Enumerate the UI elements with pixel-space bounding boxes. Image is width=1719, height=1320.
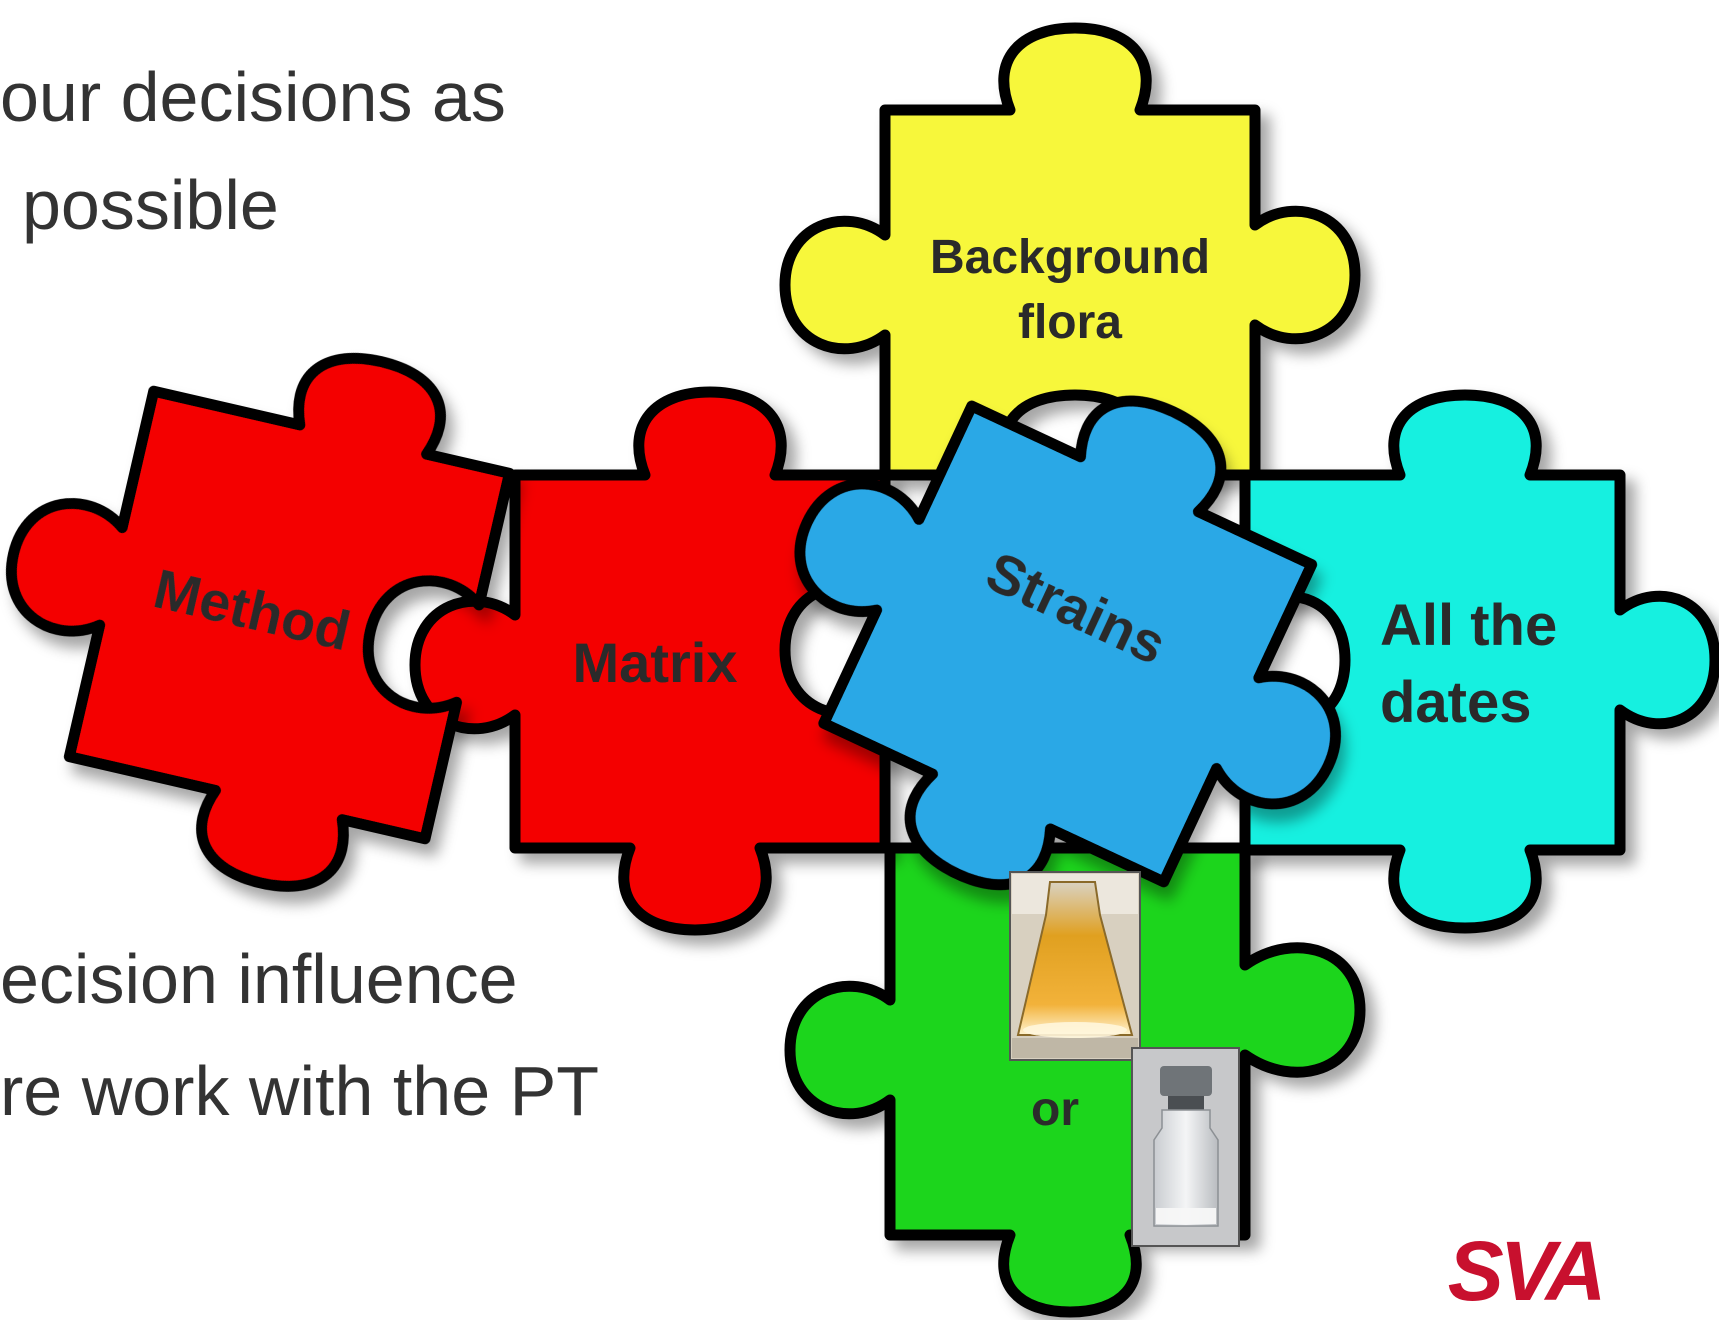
- puzzle-piece-method: Method: [6, 352, 515, 892]
- puzzle-piece-matrix: Matrix: [409, 386, 891, 936]
- sva-logo: SVA: [1448, 1224, 1606, 1318]
- puzzle-piece-background-flora: Background flora: [779, 22, 1361, 481]
- slide-text-line-2: possible: [22, 166, 279, 244]
- vial-photo: [1131, 1047, 1240, 1247]
- puzzle-piece-strains: Strains: [794, 395, 1341, 891]
- puzzle-piece-all-the-dates: All the dates: [1239, 389, 1719, 934]
- puzzle-piece-strains-shape: [794, 395, 1341, 891]
- background-flora-label-line-2: flora: [1018, 296, 1122, 349]
- puzzle-piece-method-shape: [6, 352, 515, 892]
- sva-logo-text: SVA: [1448, 1224, 1602, 1318]
- slide-text-line-3: ecision influence: [0, 940, 518, 1018]
- background-flora-label-line-1: Background: [930, 231, 1210, 284]
- flask-photo: [1009, 871, 1141, 1061]
- slide-text-line-4: re work with the PT: [0, 1052, 600, 1130]
- format-label: or: [1031, 1083, 1079, 1136]
- puzzle-piece-all-the-dates-shape: [1239, 389, 1719, 934]
- slide-text-line-1: our decisions as: [0, 58, 506, 136]
- all-the-dates-label-line-1: All the: [1380, 593, 1557, 658]
- matrix-label: Matrix: [573, 631, 738, 694]
- all-the-dates-label-line-2: dates: [1380, 670, 1532, 735]
